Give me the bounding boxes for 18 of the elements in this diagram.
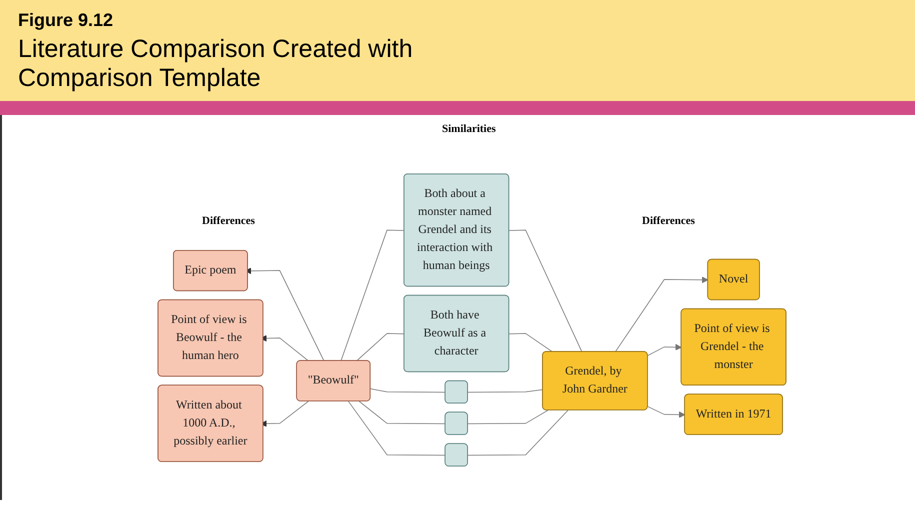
- column-heading: Differences: [642, 215, 695, 227]
- connector: [348, 400, 446, 456]
- arrow: [647, 406, 686, 418]
- connector: [508, 230, 582, 352]
- connector: [508, 333, 553, 352]
- connector: [468, 410, 548, 424]
- figure-number: Figure 9.12: [18, 10, 114, 31]
- column-heading: Differences: [202, 215, 255, 227]
- arrow: [614, 276, 708, 352]
- connector: [370, 388, 446, 393]
- arrow: [647, 344, 682, 356]
- connector: [468, 410, 568, 456]
- column-heading: Similarities: [442, 123, 496, 135]
- figure-title: Literature Comparison Created with Comparison Template: [18, 35, 414, 93]
- connector: [356, 333, 405, 362]
- connector: [468, 389, 544, 393]
- connector: [358, 400, 446, 424]
- connector: [340, 230, 405, 362]
